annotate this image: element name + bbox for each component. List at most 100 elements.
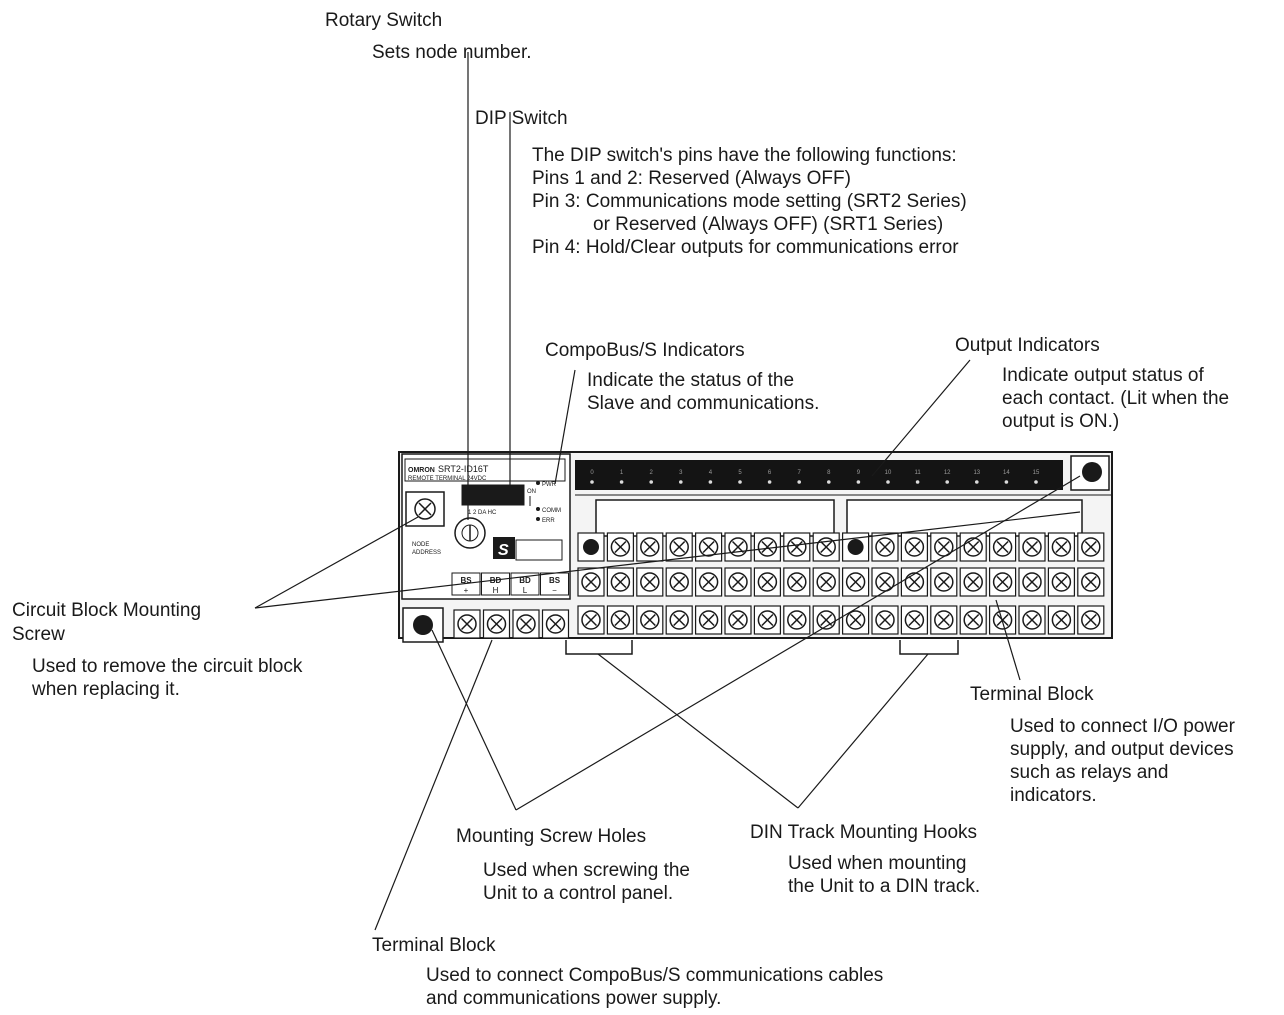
screw-slash [996,540,1009,554]
screw-slash [878,540,892,554]
output-indicator-led [590,480,594,484]
output-indicator-number: 12 [944,470,951,476]
compobus-indicators-title: CompoBus/S Indicators [545,340,745,361]
screw-slash [761,575,774,589]
label-plate [515,539,563,561]
din-hook-left [565,640,633,655]
screw-slash [1055,575,1068,589]
output-indicator-led [679,480,683,484]
output-indicator-number: 1 [620,470,624,476]
output-indicators-desc-2: each contact. (Lit when the [1002,388,1230,409]
dip-switch-desc-4: or Reserved (Always OFF) (SRT1 Series) [593,214,944,235]
screw-slash [967,613,980,627]
terminal-block-output-desc-1: Used to connect I/O power [1010,716,1235,737]
mounting-hole-top-right[interactable] [1082,462,1102,482]
leader-din-hook-2 [797,653,929,809]
dip-switch-desc-3: Pin 3: Communications mode setting (SRT2… [532,191,967,212]
output-indicator-number: 10 [885,470,892,476]
output-indicator-led [1034,480,1038,484]
output-terminal-block [577,532,1105,635]
circuit-block-screw-desc-1: Used to remove the circuit block [32,656,303,677]
output-indicator-number: 2 [650,470,654,476]
screw-slash [908,613,921,627]
model-number: SRT2-ID16T [438,464,489,474]
compobus-indicators-desc-2: Slave and communications. [587,393,820,414]
output-indicator-led [856,480,861,484]
output-indicator-led [975,480,979,484]
screw-slash [878,575,892,589]
screw-slash [1055,540,1068,554]
terminal-block-output-desc-2: supply, and output devices [1010,739,1234,760]
comm-terminal-label: BS [460,576,472,585]
output-indicator-led [827,480,831,484]
output-indicator-led [945,480,949,484]
leader-compobus-indicators [554,369,576,485]
mounting-screw-holes-desc-1: Used when screwing the [483,860,690,881]
comm-terminal-label-box [481,572,510,596]
compobus-logo [493,537,515,559]
screw-slash [549,617,562,631]
screw-slash [643,575,656,589]
screw-slash [937,613,950,627]
din-track-hooks-desc-2: the Unit to a DIN track. [788,876,981,897]
screw-slash [937,540,950,554]
terminal-hole [583,539,599,555]
output-indicator-number: 9 [857,470,861,476]
output-indicator-number: 14 [1003,470,1010,476]
output-indicator-number: 4 [709,470,713,476]
leader-circuit-screw-2 [254,511,1081,609]
screw-slash [731,540,745,554]
screw-slash [761,540,774,554]
output-indicator-number: 15 [1033,470,1040,476]
mounting-screw-holes-desc-2: Unit to a control panel. [483,883,674,904]
mounting-screw-holes-title: Mounting Screw Holes [456,826,647,847]
screw-slash [1084,540,1097,554]
screw-slash [1084,575,1097,589]
output-indicator-number: 11 [914,470,921,476]
device-subtitle: REMOTE TERMINAL 24VDC [408,476,487,482]
output-indicator-led [738,480,742,484]
output-indicator-number: 6 [768,470,772,476]
terminal-cover-right [846,499,1083,537]
screw-slash [1084,613,1097,627]
screw-slash [490,617,503,631]
dip-switch-desc-2: Pins 1 and 2: Reserved (Always OFF) [532,168,851,189]
screw-slash [614,540,627,554]
screw-slash [614,613,627,627]
dip-switch-title: DIP Switch [475,108,568,129]
screw-slash [908,575,921,589]
screw-slash [584,613,598,627]
screw-slash [731,613,745,627]
leader-terminal-block-output [995,599,1021,681]
dip-switch[interactable] [461,484,525,506]
screw-slash [460,617,474,631]
output-indicator-led [1004,480,1009,484]
mounting-hole-bottom-left[interactable] [413,615,433,635]
rotary-switch-desc: Sets node number. [372,42,532,63]
screw-slash [702,540,715,554]
screw-slash [702,575,715,589]
screw-slash [820,613,833,627]
terminal-block-comm-title: Terminal Block [372,935,496,956]
indicator-comm [536,507,540,511]
leader-mounting-hole-1 [431,629,517,811]
output-indicator-number: 5 [738,470,742,476]
comm-terminal-polarity: L [523,586,528,595]
screw-slash [1025,540,1039,554]
compobus-indicators-desc-1: Indicate the status of the [587,370,795,391]
indicator-comm-label: COMM [542,508,561,514]
output-indicator-number: 7 [798,470,802,476]
output-indicator-number: 8 [827,470,831,476]
screw-slash [584,575,598,589]
terminal-cover-left [595,499,835,537]
screw-slash [790,613,803,627]
screw-slash [519,617,533,631]
screw-slash [849,575,862,589]
din-hook-right [899,640,959,655]
comm-terminal-polarity: H [493,586,499,595]
dip-switch-pin-labels: 1 2 DA HC [468,510,497,516]
output-indicator-strip [575,460,1063,490]
screw-slash [761,613,774,627]
output-indicator-led [767,480,772,484]
